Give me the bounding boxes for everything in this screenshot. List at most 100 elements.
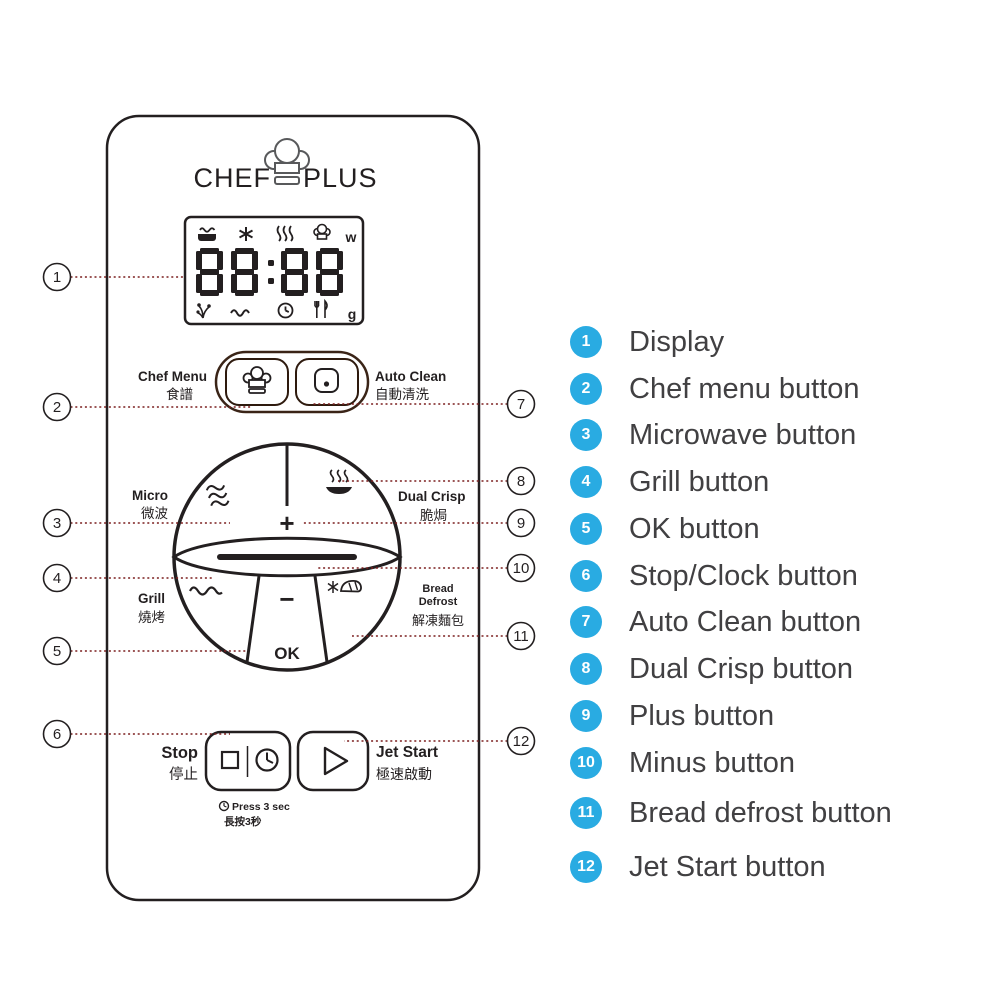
legend-num-4: 4	[570, 466, 602, 498]
press-3-sec-hint: Press 3 sec 長按3秒	[218, 800, 290, 828]
bread-label-en: Bread	[422, 583, 453, 595]
callout-num-7: 7	[517, 396, 525, 413]
legend-item-auto-clean: 7 Auto Clean button	[570, 606, 861, 638]
legend-item-jet-start: 12 Jet Start button	[570, 851, 826, 883]
legend-label-6: Stop/Clock button	[629, 559, 858, 592]
callout-circle-5	[42, 636, 72, 666]
microwave-icon	[205, 484, 230, 507]
callout-num-6: 6	[53, 726, 61, 743]
legend-num-8: 8	[570, 653, 602, 685]
ok-sector-line-right	[313, 575, 329, 663]
legend-num-11: 11	[570, 797, 602, 829]
ok-button: OK	[274, 644, 300, 663]
dial-group: + − OK Micro 微波 Dual Crisp 脆焗 Grill 燒烤	[132, 442, 466, 672]
callout-circle-2	[42, 392, 72, 422]
legend-num-10: 10	[570, 747, 602, 779]
steam-icon	[276, 225, 294, 242]
legend-label-2: Chef menu button	[629, 372, 860, 405]
callout-circle-8	[506, 466, 536, 496]
callout-num-9: 9	[517, 515, 525, 532]
brand-chef-text: CHEF	[194, 163, 272, 193]
display-time	[196, 248, 343, 296]
legend-item-stop-clock: 6 Stop/Clock button	[570, 560, 858, 592]
legend-label-11: Bread defrost button	[629, 796, 892, 829]
legend-num-2: 2	[570, 373, 602, 405]
micro-label-en: Micro	[132, 488, 168, 503]
callout-num-1: 1	[53, 269, 61, 286]
legend-item-microwave: 3 Microwave button	[570, 419, 856, 451]
jet-start-play-icon	[323, 746, 349, 776]
legend-num-3: 3	[570, 419, 602, 451]
callout-num-3: 3	[53, 515, 61, 532]
chef-menu-label-zh: 食譜	[166, 386, 193, 402]
display-frame	[183, 215, 365, 326]
stop-square-icon	[220, 750, 240, 770]
chef-hat-button-icon	[242, 366, 272, 394]
stop-jetstart-group: Stop 停止 Jet Start 極速啟動 Press 3 sec 長按3秒	[161, 730, 438, 828]
callout-num-12: 12	[513, 733, 530, 750]
legend-item-chef-menu: 2 Chef menu button	[570, 373, 860, 405]
callout-num-8: 8	[517, 473, 525, 490]
legend-num-7: 7	[570, 606, 602, 638]
star-icon	[239, 227, 253, 241]
legend-label-4: Grill button	[629, 465, 770, 498]
bread-defrost-label-zh: 解凍麵包	[412, 613, 464, 628]
clock-icon	[277, 302, 294, 319]
callout-circle-10	[506, 553, 536, 583]
callout-circle-1	[42, 262, 72, 292]
leader-lines	[70, 276, 508, 742]
legend-num-9: 9	[570, 700, 602, 732]
dual-crisp-label-zh: 脆焗	[420, 507, 447, 523]
utensils-icon	[314, 298, 328, 318]
callout-circle-12	[506, 726, 536, 756]
press-hint-zh: 長按3秒	[224, 815, 262, 828]
chef-menu-auto-clean-group: Chef Menu 食譜 Auto Clean 自動清洗	[138, 350, 446, 414]
defrost-label-en: Defrost	[419, 596, 458, 608]
callout-circle-9	[506, 508, 536, 538]
stop-label-zh: 停止	[169, 766, 198, 783]
press-clock-icon	[218, 800, 230, 812]
panel-outline	[105, 114, 481, 902]
jet-start-label-zh: 極速啟動	[376, 766, 432, 782]
stop-label-en: Stop	[161, 744, 198, 762]
callout-num-5: 5	[53, 643, 61, 660]
auto-clean-button-icon	[314, 368, 339, 393]
dual-crisp-label-en: Dual Crisp	[398, 489, 466, 504]
legend-num-12: 12	[570, 851, 602, 883]
callout-circle-11	[506, 621, 536, 651]
callout-num-4: 4	[53, 570, 61, 587]
minus-button: −	[279, 584, 294, 614]
legend-item-ok: 5 OK button	[570, 513, 760, 545]
dual-crisp-icon	[326, 469, 352, 494]
grill-label-en: Grill	[138, 591, 165, 606]
callout-circle-6	[42, 719, 72, 749]
brand-plus-text: PLUS	[303, 163, 378, 193]
dial-lens	[171, 536, 403, 578]
callout-bubbles: 1 2 3 4 5 6 7 8 9 10 11 12	[42, 262, 536, 756]
chef-hat-small-icon	[313, 223, 331, 240]
plus-button: +	[279, 508, 294, 538]
jet-start-button	[296, 730, 370, 792]
legend-num-5: 5	[570, 513, 602, 545]
press-hint-en: Press 3 sec	[232, 801, 290, 813]
chef-menu-capsule	[214, 350, 370, 414]
legend-item-display: 1 Display	[570, 326, 724, 358]
callout-num-10: 10	[513, 560, 530, 577]
jet-start-label-en: Jet Start	[376, 744, 438, 761]
bread-defrost-icon	[327, 579, 362, 593]
chef-hat-logo-icon	[264, 138, 310, 185]
chef-menu-label-en: Chef Menu	[138, 369, 207, 384]
legend-item-dual-crisp: 8 Dual Crisp button	[570, 653, 853, 685]
callout-circle-4	[42, 563, 72, 593]
legend-label-10: Minus button	[629, 746, 796, 779]
legend-label-3: Microwave button	[629, 418, 857, 451]
legend-label-5: OK button	[629, 512, 760, 545]
herbs-icon	[196, 303, 211, 319]
legend-label-12: Jet Start button	[629, 850, 826, 883]
auto-clean-label-en: Auto Clean	[375, 369, 446, 384]
grill-icon	[189, 586, 223, 596]
watt-label: w	[345, 229, 357, 245]
